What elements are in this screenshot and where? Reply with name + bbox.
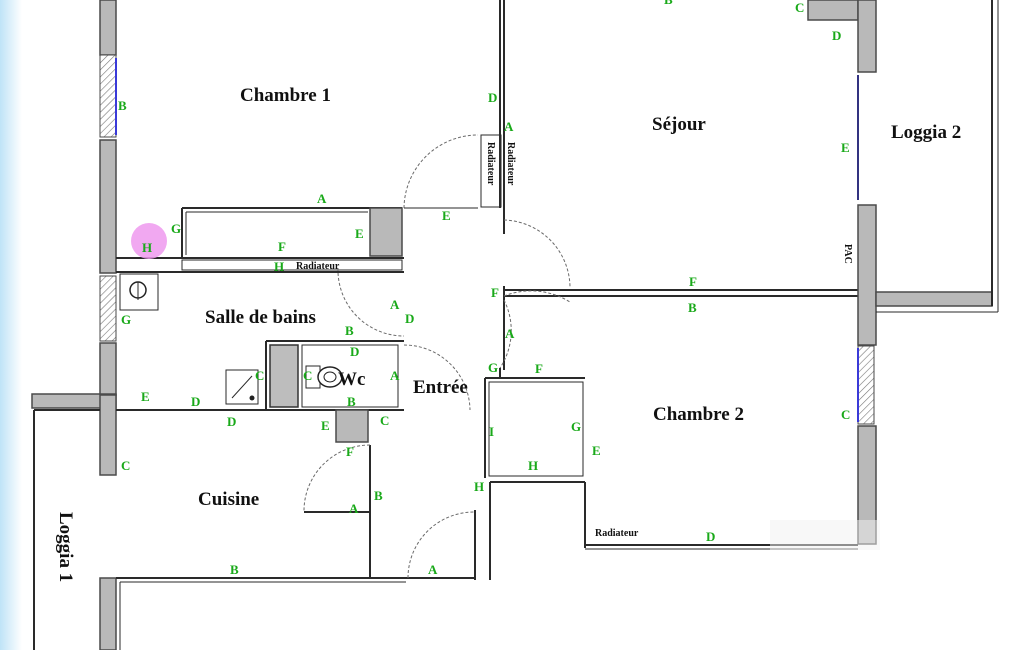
wall-letter: A bbox=[349, 501, 359, 516]
wall-letter: D bbox=[405, 311, 414, 326]
wall-letter: G bbox=[121, 312, 131, 327]
sejour-right-wall bbox=[807, 0, 877, 545]
watermark bbox=[770, 520, 880, 550]
wall-letter: B bbox=[118, 98, 127, 113]
wall-letter: A bbox=[504, 119, 514, 134]
sejour-chambre2-wall bbox=[503, 208, 858, 370]
wall-letter: D bbox=[191, 394, 200, 409]
wall-letters: B C D B D A E A G E E H F H F F B A G D … bbox=[118, 0, 850, 577]
radiateur-label-2: Radiateur bbox=[505, 142, 516, 186]
room-sejour: Séjour bbox=[652, 114, 706, 135]
radiateur-label-1: Radiateur bbox=[485, 142, 496, 186]
wall-letter: D bbox=[227, 414, 236, 429]
wall-letter: A bbox=[317, 191, 327, 206]
wall-letter: C bbox=[121, 458, 130, 473]
wall-letter: G bbox=[488, 360, 498, 375]
chambre1-left-wall bbox=[99, 0, 117, 396]
wall-letter: F bbox=[689, 274, 697, 289]
wall-letter: E bbox=[592, 443, 601, 458]
room-loggia1: Loggia 1 bbox=[55, 512, 76, 582]
wall-letter: A bbox=[390, 368, 400, 383]
wall-letter: H bbox=[274, 259, 284, 274]
loggia1-outline bbox=[33, 409, 408, 650]
wall-letter: G bbox=[171, 221, 181, 236]
wall-letter: E bbox=[141, 389, 150, 404]
room-cuisine: Cuisine bbox=[198, 489, 259, 510]
wall-letter: A bbox=[505, 326, 515, 341]
wall-letter: F bbox=[278, 239, 286, 254]
room-salle-de-bains: Salle de bains bbox=[205, 307, 316, 328]
entree-closet bbox=[484, 368, 585, 478]
kitchen-right-wall bbox=[304, 445, 586, 580]
wall-letter: E bbox=[442, 208, 451, 223]
radiateur-box-vertical bbox=[480, 134, 502, 208]
wall-letter: B bbox=[230, 562, 239, 577]
kitchen-top-wall bbox=[31, 393, 404, 476]
wall-letter: C bbox=[795, 0, 804, 15]
room-chambre2: Chambre 2 bbox=[653, 404, 744, 425]
wall-letter: E bbox=[841, 140, 850, 155]
wc-block bbox=[301, 344, 399, 408]
room-chambre1: Chambre 1 bbox=[240, 85, 331, 106]
wall-letter: D bbox=[488, 90, 497, 105]
wall-letter: G bbox=[571, 419, 581, 434]
room-entree: Entrée bbox=[413, 377, 468, 398]
wall-letter: A bbox=[390, 297, 400, 312]
wall-letter: B bbox=[374, 488, 383, 503]
wall-letter: C bbox=[303, 368, 312, 383]
wall-letter: B bbox=[688, 300, 697, 315]
wall-letter: F bbox=[491, 285, 499, 300]
wall-letter: H bbox=[474, 479, 484, 494]
wall-letter: B bbox=[664, 0, 673, 7]
wall-letter: H bbox=[528, 458, 538, 473]
loggia2-outline bbox=[875, 0, 999, 313]
closet bbox=[116, 207, 404, 271]
room-loggia2: Loggia 2 bbox=[891, 122, 961, 143]
pac-label: PAC bbox=[842, 244, 853, 264]
wall-letter: D bbox=[832, 28, 841, 43]
wall-letter: A bbox=[428, 562, 438, 577]
wall-letter: E bbox=[355, 226, 364, 241]
wall-letter: F bbox=[535, 361, 543, 376]
wall-letter: D bbox=[706, 529, 715, 544]
wall-letter: D bbox=[350, 344, 359, 359]
door-swings bbox=[303, 134, 571, 579]
wall-letter: H bbox=[142, 240, 152, 255]
wall-letter: B bbox=[347, 394, 356, 409]
left-edge-gradient bbox=[0, 0, 22, 650]
wall-letter: E bbox=[321, 418, 330, 433]
wall-letter: C bbox=[380, 413, 389, 428]
wall-letter: C bbox=[841, 407, 850, 422]
wall-letter: B bbox=[345, 323, 354, 338]
room-wc: Wc bbox=[338, 369, 365, 390]
pink-marker bbox=[131, 223, 167, 259]
radiateur-label-4: Radiateur bbox=[595, 528, 639, 539]
wall-letter: F bbox=[346, 444, 354, 459]
bathroom bbox=[116, 271, 404, 410]
wall-letter: I bbox=[489, 424, 494, 439]
wall-letter: C bbox=[255, 368, 264, 383]
radiateur-label-3: Radiateur bbox=[296, 261, 340, 272]
